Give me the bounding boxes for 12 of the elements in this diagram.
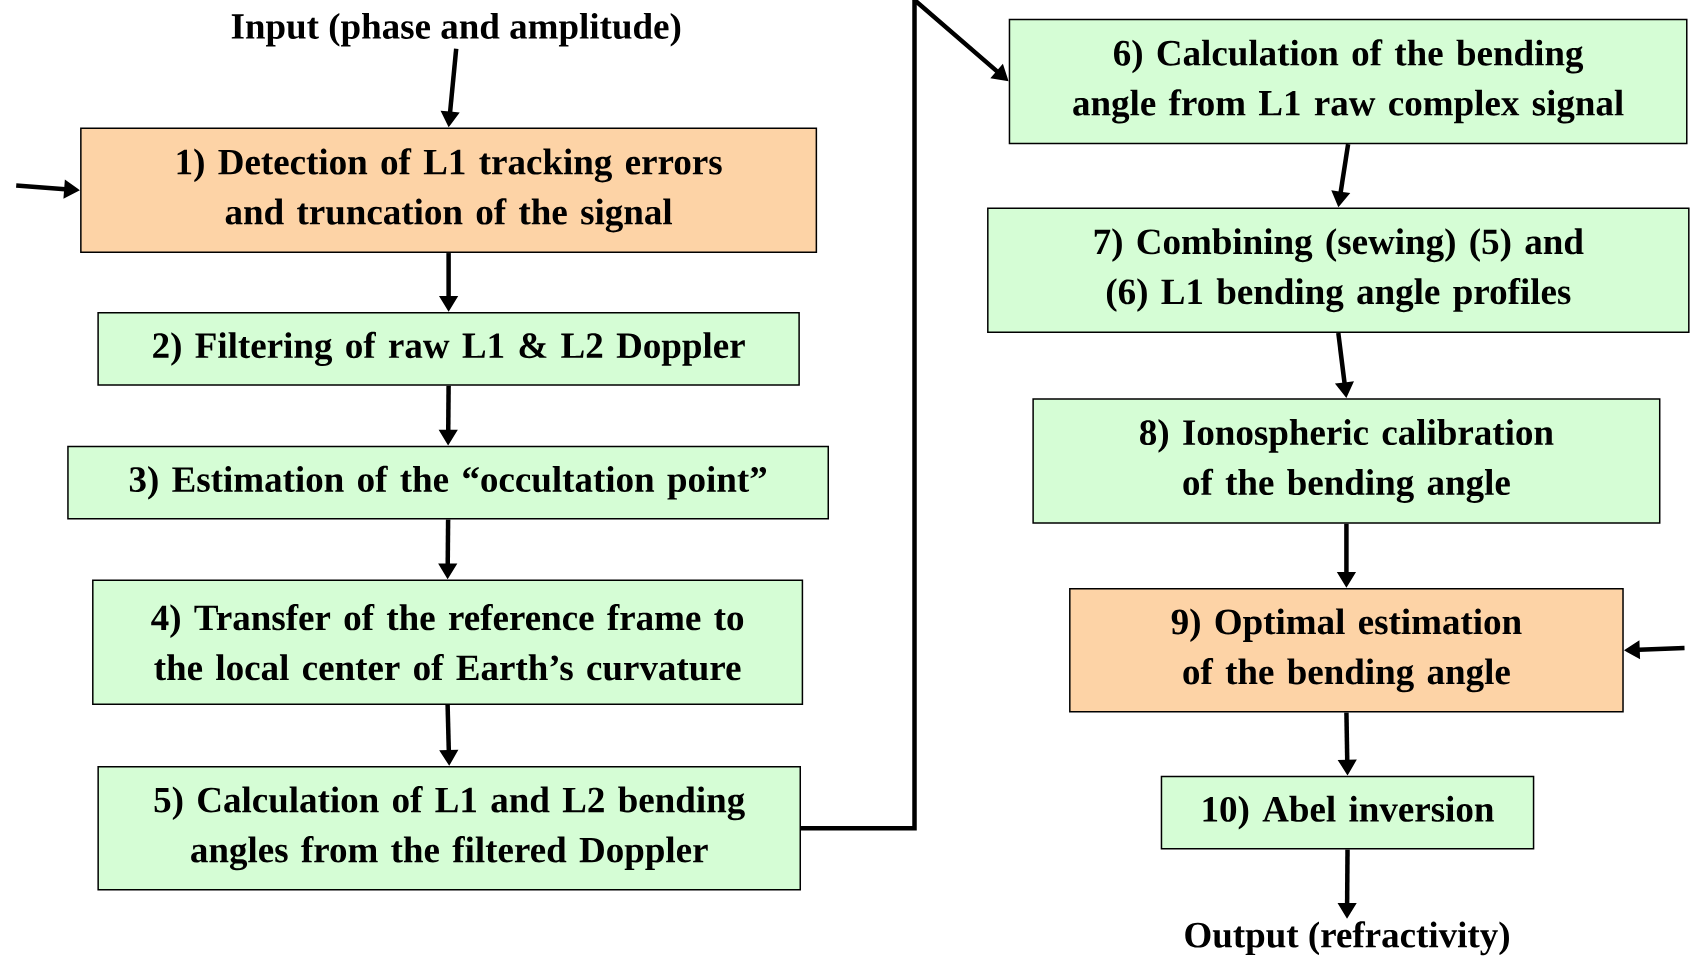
process-box: 2) Filtering of raw L1 & L2 Doppler bbox=[97, 312, 800, 386]
process-box: 9) Optimal estimation of the bending angle bbox=[1069, 588, 1624, 713]
process-box: 4) Transfer of the reference frame to the local center of Earth’s curvature bbox=[92, 579, 804, 705]
process-box: 3) Estimation of the “occultation point” bbox=[67, 445, 829, 520]
flow-text: Output (refractivity) bbox=[1185, 921, 1509, 956]
process-box: 10) Abel inversion bbox=[1160, 775, 1535, 850]
process-box: 1) Detection of L1 tracking errors and truncation of the signal bbox=[80, 127, 818, 254]
process-box: 5) Calculation of L1 and L2 bending angles from the filtered Doppler bbox=[97, 766, 801, 891]
flow-text: Input (phase and amplitude) bbox=[231, 12, 681, 47]
process-box: 8) Ionospheric calibration of the bending angle bbox=[1032, 398, 1661, 524]
process-box: 7) Combining (sewing) (5) and (6) L1 bending angle profiles bbox=[987, 207, 1690, 333]
process-box: 6) Calculation of the bending angle from L1 raw complex signal bbox=[1008, 18, 1688, 145]
